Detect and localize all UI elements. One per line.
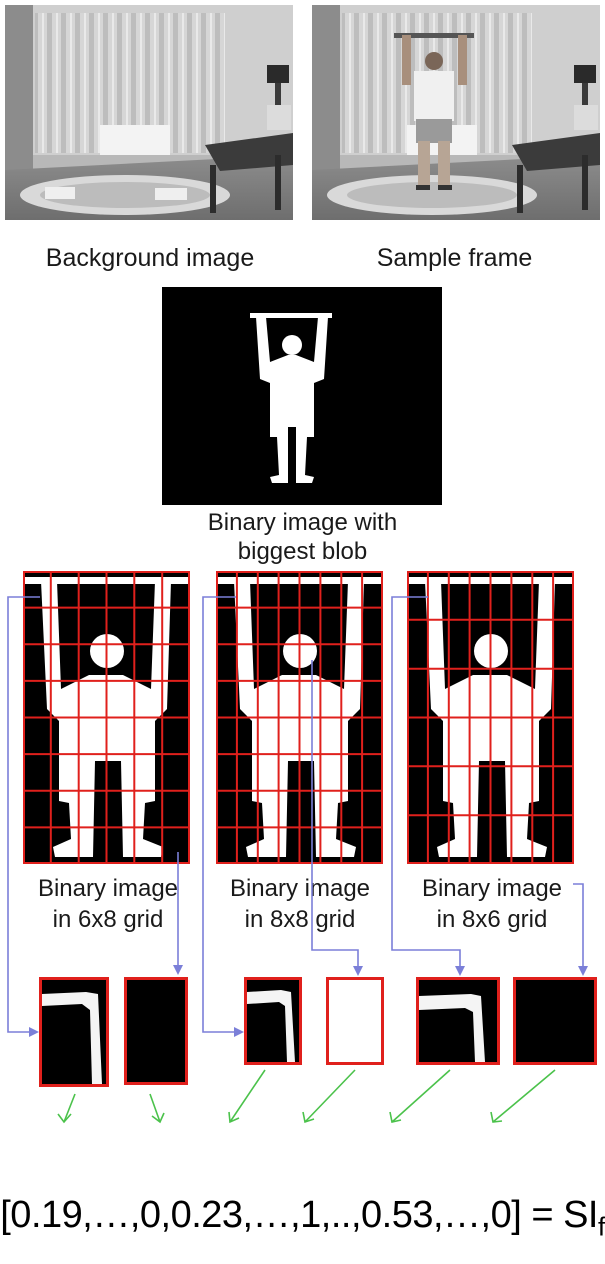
blue-arrows bbox=[8, 597, 583, 1032]
formula-subscript: f bbox=[598, 1212, 605, 1242]
feature-vector-formula: [0.19,…,0,0.23,…,1,..,0.53,…,0] = SIf bbox=[0, 1194, 605, 1243]
formula-text: [0.19,…,0,0.23,…,1,..,0.53,…,0] = SI bbox=[0, 1194, 598, 1236]
green-arrows bbox=[58, 1070, 555, 1122]
